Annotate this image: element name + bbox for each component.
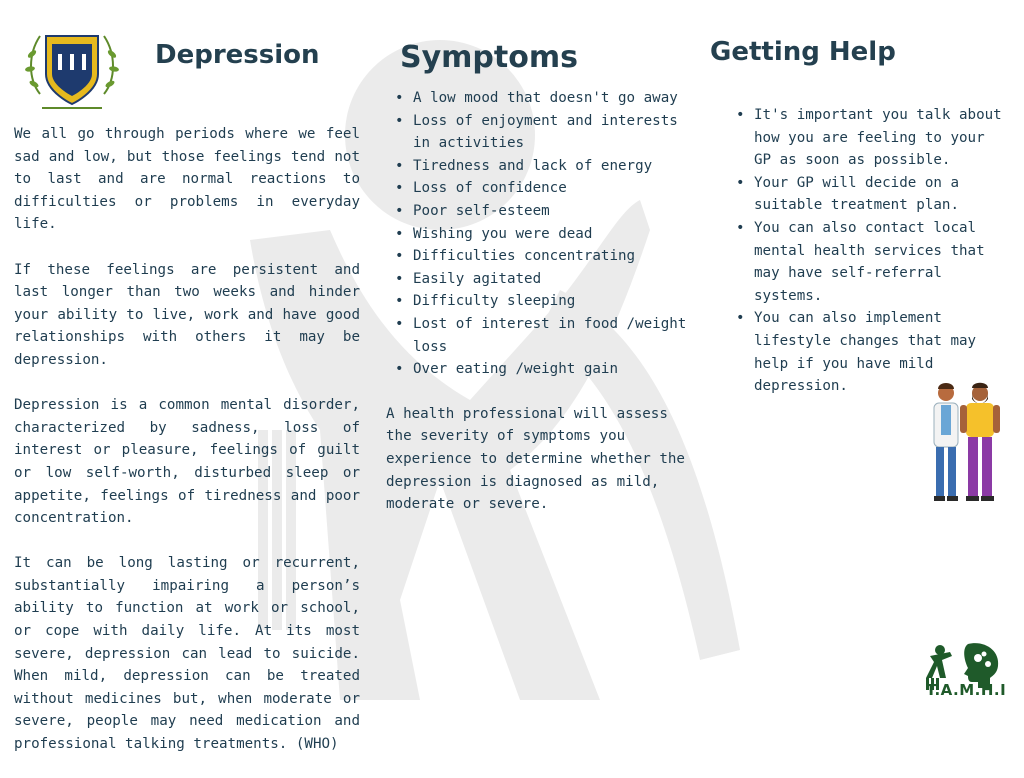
symptom-item: • Easily agitated [392,268,702,291]
bullet-icon: • [395,202,404,219]
bullet-icon: • [395,225,404,242]
help-text: It's important you talk about how you ar… [754,107,1002,169]
help-item: • Your GP will decide on a suitable treat… [733,172,1008,217]
watermark-stump-3 [286,430,296,630]
symptoms-list: • A low mood that doesn't go away • Loss o… [392,87,702,381]
symptom-item: • Loss of confidence [392,177,702,200]
watermark-stump-1 [258,430,268,630]
depression-heading: Depression [155,40,320,70]
symptoms-section: • A low mood that doesn't go away • Loss o… [386,87,702,516]
symptom-text: Difficulties concentrating [413,248,636,265]
symptom-item: • Poor self-esteem [392,200,702,223]
symptom-item: • Lost of interest in food /weight loss [392,313,702,358]
depression-text: We all go through periods where we feel … [14,123,360,778]
bullet-icon: • [395,180,404,197]
doctor-figure [933,383,959,501]
symptom-text: Loss of confidence [413,180,567,197]
symptom-text: A low mood that doesn't go away [413,90,678,106]
help-list: • It's important you talk about how you … [733,104,1008,398]
bullet-icon: • [395,90,404,106]
school-crest-icon [25,35,119,109]
symptom-text: Wishing you were dead [413,225,593,242]
bullet-icon: • [736,107,745,123]
watermark-figure [250,40,740,700]
symptom-text: Difficulty sleeping [413,293,576,310]
help-item: • It's important you talk about how you … [733,104,1008,172]
help-text: You can also contact local mental health… [754,219,985,304]
symptom-item: • Over eating /weight gain [392,358,702,381]
help-text: Your GP will decide on a suitable treatm… [754,174,959,214]
bullet-icon: • [395,361,404,378]
bullet-icon: • [736,219,745,236]
watermark-limb [540,290,740,660]
bullet-icon: • [736,310,745,327]
symptom-item: • Loss of enjoyment and interests in acti… [392,110,702,155]
symptom-item: • A low mood that doesn't go away [392,87,702,110]
symptom-item: • Wishing you were dead [392,223,702,246]
help-text: You can also implement lifestyle changes… [754,310,977,395]
symptoms-note: A health professional will assess the se… [386,405,685,513]
symptom-item: • Tiredness and lack of energy [392,155,702,178]
symptom-item: • Difficulty sleeping [392,290,702,313]
bullet-icon: • [395,293,404,310]
doctor-patient-illustration [933,382,1000,501]
bullet-icon: • [736,174,745,191]
bullet-icon: • [395,270,404,287]
depression-paragraph: We all go through periods where we feel … [14,126,360,233]
bullet-icon: • [395,248,404,265]
depression-paragraph: If these feelings are persistent and las… [14,261,360,368]
patient-figure [960,382,1000,501]
symptom-text: Lost of interest in food /weight loss [413,315,687,355]
getting-help-section: • It's important you talk about how you … [733,104,1008,398]
symptom-text: Loss of enjoyment and interests in activ… [413,112,678,152]
symptom-item: • Difficulties concentrating [392,245,702,268]
depression-paragraph: It can be long lasting or recurrent, sub… [14,555,360,753]
bullet-icon: • [395,315,404,332]
getting-help-heading: Getting Help [710,37,896,67]
symptom-text: Over eating /weight gain [413,361,618,378]
watermark-stump-2 [272,430,282,630]
depression-paragraph: Depression is a common mental disorder, … [14,397,360,527]
tamhi-logo-text: T.A.M.H.I [926,681,1007,699]
bullet-icon: • [395,112,404,129]
symptom-text: Poor self-esteem [413,202,550,219]
symptom-text: Easily agitated [413,270,542,287]
watermark-head [345,40,535,230]
symptom-text: Tiredness and lack of energy [413,157,653,174]
tamhi-logo-icon [926,643,999,690]
symptoms-heading: Symptoms [400,40,578,75]
help-item: • You can also contact local mental healt… [733,217,1008,307]
bullet-icon: • [395,157,404,174]
help-item: • You can also implement lifestyle change… [733,307,1008,397]
